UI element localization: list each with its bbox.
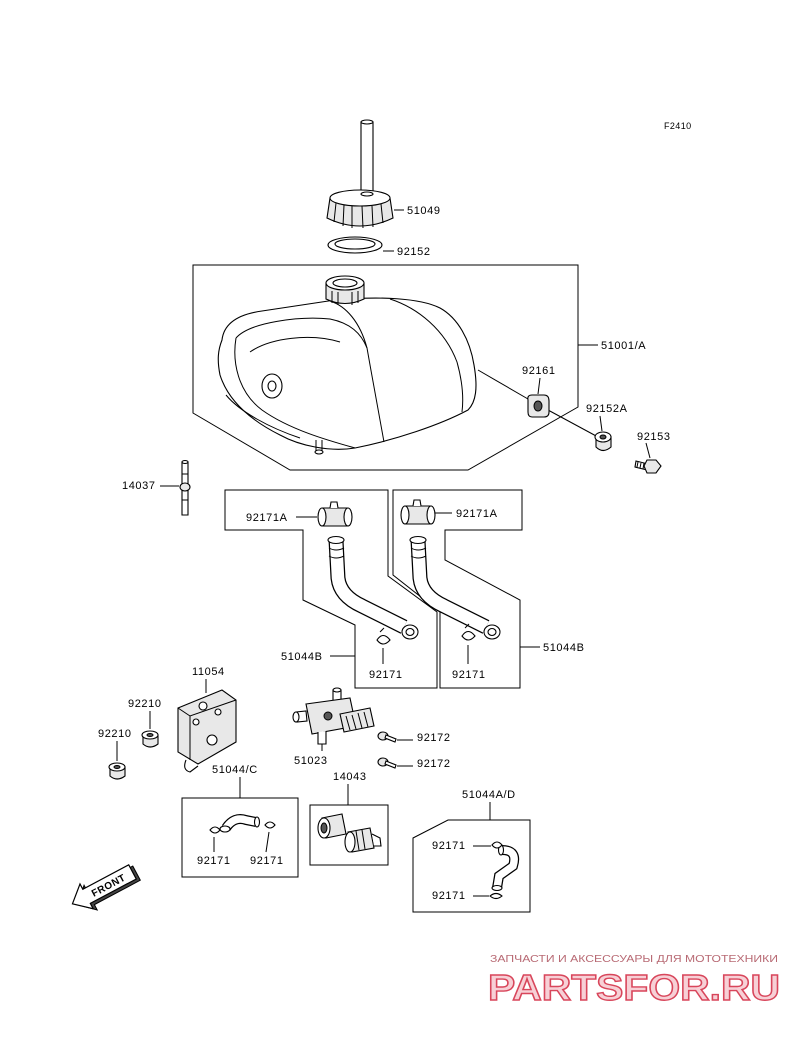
callout-label: 92172 [417,732,451,744]
cap-gasket [327,236,383,254]
leader-line [265,831,270,853]
hose-clip [491,841,503,849]
hose-clip [209,826,221,834]
grommet [527,394,550,418]
leader-line [599,415,603,432]
hose-clip [489,892,503,900]
callout-label: 14037 [122,480,156,492]
callout-label: 92171A [246,512,288,524]
screw [377,757,397,769]
assembly-line [547,409,599,438]
callout-label: 92171 [432,840,466,852]
fuel-filter [317,813,382,853]
assembly-line [477,369,529,400]
callout-label: 51044/C [212,764,258,776]
fuel-cap [326,189,394,229]
hose-clip [461,623,476,641]
fuel-hose [491,844,520,892]
callout-label: 51044B [543,642,585,654]
hose-clip [264,821,276,829]
callout-label: 92171 [369,669,403,681]
fuel-hose [327,535,419,640]
callout-label: 92171A [456,508,498,520]
hose-group-outline [181,797,299,878]
callout-label: 92152 [397,246,431,258]
leader-line [645,442,651,459]
nut [141,730,159,748]
callout-label: 51044B [281,651,323,663]
fuel-valve [292,687,375,745]
hose-group-outline [224,489,438,689]
callout-label: 11054 [192,666,225,678]
tank-filler-neck [325,275,365,305]
callout-label: 92171 [197,855,231,867]
hose-clamp [317,501,353,527]
bolt [634,459,662,474]
callout-label: 51023 [294,755,328,767]
leader-line [537,377,541,395]
callout-label: 92171 [452,669,486,681]
callout-label: 51044A/D [462,789,516,801]
callout-label: 92210 [128,698,162,710]
callout-label: 92172 [417,758,451,770]
bracket [177,689,237,773]
tank-group-outline [192,264,579,471]
fuel-tank [217,297,477,455]
callout-label: 92153 [637,431,671,443]
hose-group-outline [412,819,531,913]
callout-label: 92210 [98,728,132,740]
filter-group-outline [309,804,389,866]
screw [377,731,397,743]
watermark-tagline: ЗАПЧАСТИ И АКСЕССУАРЫ ДЛЯ МОТОТЕХНИКИ [490,953,778,965]
callout-label: 92171 [432,890,466,902]
hose-clip [376,627,391,645]
fuel-hose [219,814,261,833]
figure-code: F2410 [664,121,692,131]
filler-tube [360,119,374,193]
callout-label: 51049 [407,205,441,217]
callout-label: 51001/A [601,340,646,352]
breather-tube [179,459,191,516]
collar [594,431,612,452]
front-arrow-icon: FRONT [71,864,141,911]
hose-clamp [400,499,436,525]
callout-label: 92161 [522,365,556,377]
callout-label: 92152A [586,403,628,415]
nut [108,762,126,780]
callout-label: 92171 [250,855,284,867]
fuel-hose [409,535,501,640]
watermark-logo: PARTSFOR.RU [488,967,780,1008]
callout-label: 14043 [333,771,367,783]
